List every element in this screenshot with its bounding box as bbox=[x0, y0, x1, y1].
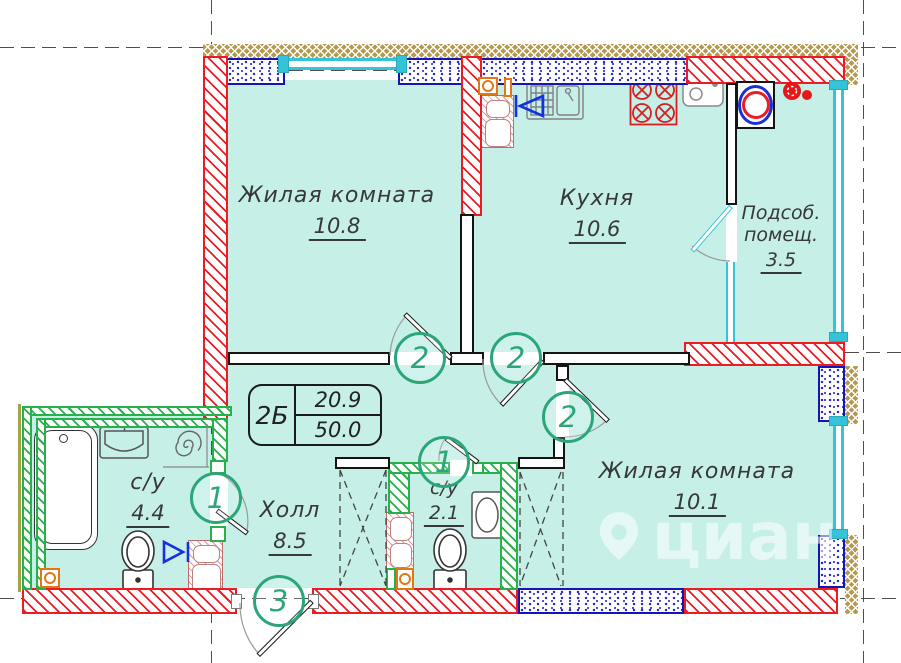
door-marker: 2 bbox=[394, 332, 446, 384]
window-utility bbox=[833, 85, 844, 340]
axis-line-mid-right bbox=[845, 352, 901, 353]
door-marker: 2 bbox=[490, 332, 542, 384]
door-jamb bbox=[231, 594, 242, 609]
door-marker: 3 bbox=[253, 575, 305, 627]
insulation-strip-top bbox=[203, 44, 858, 59]
vent-icon bbox=[40, 568, 60, 588]
window-cap bbox=[829, 332, 848, 342]
electric-panel-icon bbox=[512, 92, 548, 120]
window-cap bbox=[829, 80, 848, 90]
insulation-strip-right-top bbox=[845, 59, 858, 85]
wall-green-wc-left bbox=[388, 462, 410, 514]
window-cap bbox=[829, 416, 848, 426]
window-living1 bbox=[285, 58, 400, 70]
area-table-living: 20.9 bbox=[296, 386, 380, 416]
wall-red-top-right bbox=[686, 56, 845, 84]
room-label-bathroom: с/у 4.4 bbox=[126, 470, 170, 528]
insulation-strip-right-bottom bbox=[845, 535, 858, 614]
window-living2 bbox=[833, 424, 844, 532]
wall-green-bath-top-inner bbox=[36, 418, 218, 428]
kitchen-shaft-cabinet bbox=[481, 95, 514, 148]
wall-red-bottom-3 bbox=[684, 588, 838, 614]
vent-bar-icon bbox=[504, 78, 512, 97]
door-jamb bbox=[386, 568, 396, 590]
vent-icon bbox=[396, 568, 414, 590]
electric-panel-icon bbox=[162, 540, 192, 564]
wall-green-bath-left-inner bbox=[36, 418, 46, 590]
window-cap bbox=[396, 55, 407, 73]
area-table: 2Б 20.9 50.0 bbox=[248, 384, 382, 446]
door-jamb bbox=[472, 462, 484, 474]
wall-utility-left bbox=[726, 83, 737, 205]
room-label-living2: Жилая комната 10.1 bbox=[599, 459, 795, 517]
stove-icon bbox=[629, 76, 678, 126]
wall-utility-cyan bbox=[726, 262, 735, 342]
wall-red-center bbox=[461, 56, 482, 216]
wc-shaft-cabinet bbox=[386, 512, 414, 570]
wall-center-vertical bbox=[460, 214, 474, 354]
axis-line-right bbox=[863, 0, 864, 663]
wall-pier-top-1 bbox=[226, 58, 285, 85]
door-opening-utility bbox=[726, 205, 737, 262]
window-cap bbox=[278, 55, 289, 73]
wall-green-bath-left-outer bbox=[22, 406, 32, 590]
washing-machine-icon bbox=[736, 81, 775, 129]
area-table-unit: 2Б bbox=[250, 386, 296, 444]
wall-red-mid-right bbox=[684, 342, 845, 366]
bathtub-drain bbox=[59, 434, 68, 443]
door-hinge-stub bbox=[556, 365, 569, 381]
wall-center-tee bbox=[450, 352, 484, 365]
room-label-living1: Жилая комната 10.8 bbox=[239, 183, 435, 241]
wall-pier-top-2 bbox=[398, 58, 465, 85]
wall-green-bath-right bbox=[212, 418, 228, 462]
wall-closet-top bbox=[335, 457, 390, 469]
wall-pier-right-2 bbox=[818, 535, 845, 588]
wall-bottom-blue bbox=[518, 588, 684, 614]
wall-living1-bottom bbox=[228, 352, 390, 365]
wall-hall-L-horizontal bbox=[518, 457, 565, 469]
spiral-drain-icon bbox=[164, 424, 208, 468]
hall-shaft-cabinet bbox=[188, 540, 223, 598]
room-label-utility: Подсоб. помещ. 3.5 bbox=[742, 202, 820, 274]
door-marker: 1 bbox=[190, 472, 242, 524]
window-cap bbox=[829, 529, 848, 539]
insulation-strip-right-mid bbox=[845, 366, 858, 424]
vent-icon bbox=[478, 77, 498, 95]
door-jamb bbox=[210, 526, 226, 542]
door-marker: 1 bbox=[418, 436, 470, 488]
wall-edge-line bbox=[18, 404, 21, 592]
area-table-total: 50.0 bbox=[314, 418, 362, 442]
wall-kitchen-bottom bbox=[543, 352, 690, 365]
wall-red-left bbox=[203, 56, 228, 420]
door-marker: 2 bbox=[542, 391, 594, 443]
wall-pier-right-1 bbox=[818, 366, 845, 422]
wall-green-wc-right bbox=[500, 462, 518, 590]
wall-green-bath-top-outer bbox=[22, 406, 232, 416]
plumbing-symbol-icon bbox=[780, 78, 816, 106]
wall-red-bottom-2 bbox=[312, 588, 518, 614]
room-label-hall: Холл 8.5 bbox=[260, 498, 321, 556]
room-label-kitchen: Кухня 10.6 bbox=[560, 186, 634, 244]
wall-red-bottom-1 bbox=[22, 588, 237, 614]
toilet-icon bbox=[428, 526, 472, 592]
toilet-icon bbox=[116, 528, 160, 592]
